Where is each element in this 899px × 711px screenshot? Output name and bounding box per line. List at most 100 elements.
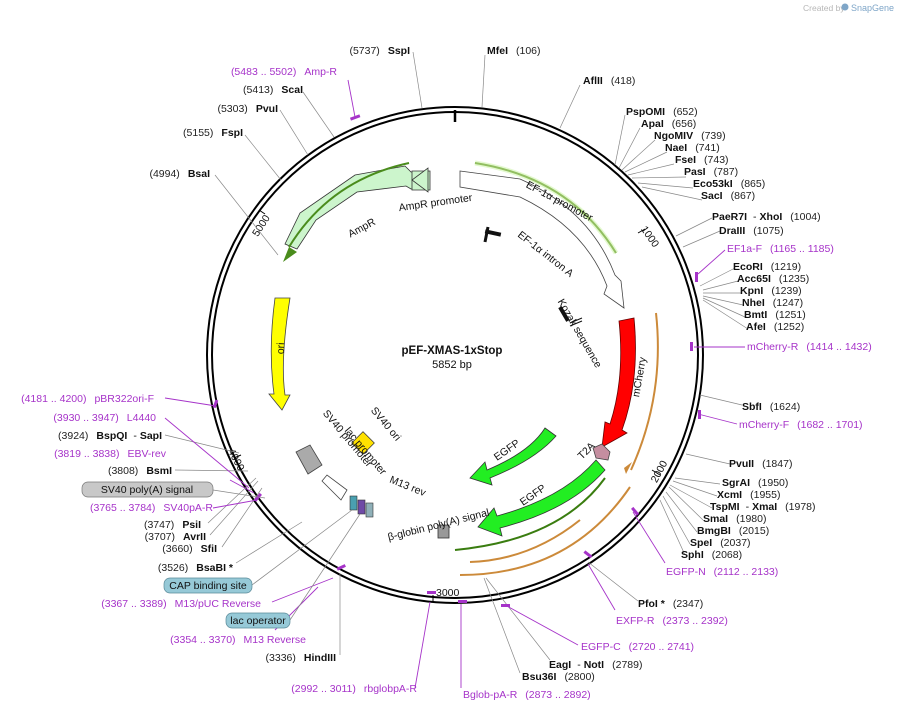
primer-pbr322ori-f: (4181 .. 4200)pBR322ori-F — [21, 393, 154, 405]
enzyme-paer7i-xhoi: PaeR7I-XhoI(1004) — [712, 211, 821, 223]
enzyme-bmgbi: BmgBI(2015) — [697, 525, 769, 537]
m13-rev-box — [365, 502, 374, 518]
tick-label-4000: 4000 — [225, 447, 247, 473]
primer-egfp-c: EGFP-C(2720 .. 2741) — [581, 641, 694, 653]
lac-operator-box — [357, 499, 366, 515]
tick-label-3000: 3000 — [436, 587, 460, 599]
primer-mcherry-r: mCherry-R(1414 .. 1432) — [747, 341, 872, 353]
kozak-mark — [558, 306, 570, 322]
mcherry-orf-head — [624, 462, 632, 474]
enzyme-acc65i: Acc65I(1235) — [737, 273, 809, 285]
enzyme-tspmi-xmai: TspMI-XmaI(1978) — [710, 501, 816, 513]
cap-site-box — [349, 495, 358, 511]
enzyme-pvuii: PvuII(1847) — [729, 458, 792, 470]
ampr-head — [411, 167, 429, 193]
enzyme-bmti: BmtI(1251) — [744, 309, 806, 321]
enzyme-naei: NaeI(741) — [665, 142, 720, 154]
enzyme-nhei: NheI(1247) — [742, 297, 803, 309]
enzyme-pvui: (5303)PvuI — [217, 103, 278, 115]
sv40-promoter-box — [295, 444, 323, 475]
plasmid-name: pEF-XMAS-1xStop — [402, 345, 503, 357]
ef1a-orf-glow — [474, 160, 619, 255]
features — [268, 160, 659, 576]
tick-1000 — [637, 228, 646, 234]
enzyme-ecori: EcoRI(1219) — [733, 261, 801, 273]
enzyme-pspomi: PspOMI(652) — [626, 106, 698, 118]
enzyme-scai: (5413)ScaI — [243, 84, 303, 96]
ampr-promoter-label: AmpR promoter — [398, 192, 474, 214]
primer-l4440: (3930 .. 3947)L4440 — [53, 412, 156, 424]
primer-ef1a-f: EF1a-F(1165 .. 1185) — [727, 243, 834, 255]
enzyme-hindiii: (3336)HindIII — [266, 652, 337, 664]
mcherry-orf-line — [630, 312, 659, 471]
primer-exfp-r: EXFP-R(2373 .. 2392) — [616, 615, 728, 627]
primer-m13-reverse: (3354 .. 3370)M13 Reverse — [170, 634, 306, 646]
enzyme-sgrai: SgrAI(1950) — [722, 477, 788, 489]
primer-amp-r: (5483 .. 5502)Amp-R — [231, 66, 337, 78]
enzyme-aflii: AflII(418) — [583, 75, 635, 87]
kozak-label: Kozak sequence — [555, 297, 604, 370]
enzyme-bsu36i: Bsu36I(2800) — [522, 671, 595, 683]
egfp-orf-line-1 — [454, 477, 606, 551]
m13-rev-label: M13 rev — [388, 474, 428, 500]
enzyme-smai: SmaI(1980) — [703, 513, 766, 525]
enzyme-fspi: (5155)FspI — [183, 127, 243, 139]
bglobin-box — [437, 524, 450, 539]
lac-promoter-arrow — [321, 474, 348, 501]
enzyme-sphi: SphI(2068) — [681, 549, 742, 561]
egfp-orf-line-2 — [469, 519, 581, 563]
lac-promoter-label: lac promoter — [342, 425, 389, 478]
mcherry-arrow — [601, 317, 636, 448]
tick-label-5000: 5000 — [250, 213, 273, 239]
kozak-line-b — [569, 320, 583, 327]
watermark-created-by: Created by — [803, 3, 845, 13]
egfp-arrow-1 — [469, 427, 557, 486]
primer-marks — [212, 114, 701, 607]
primer-leaders — [164, 79, 745, 689]
enzyme-sfii: (3660)SfiI — [162, 543, 217, 555]
primer-rbglobpa-r: (2992 .. 3011)rbglobpA-R — [291, 683, 417, 695]
enzyme-kpni: KpnI(1239) — [740, 285, 802, 297]
sv40-polya-label: SV40 poly(A) signal — [101, 484, 193, 496]
enzyme-spei: SpeI(2037) — [690, 537, 751, 549]
sv40-polya-badge — [81, 481, 214, 498]
enzyme-fsei: FseI(743) — [675, 154, 729, 166]
enzyme-bsai: (4994)BsaI — [149, 168, 210, 180]
t2a-label: T2A — [576, 440, 598, 462]
enzyme-bsabi: (3526)BsaBI * — [158, 562, 234, 574]
watermark-brand: SnapGene — [851, 3, 894, 13]
enzyme-pfoi: PfoI *(2347) — [638, 598, 703, 610]
enzyme-sspi: (5737)SspI — [349, 45, 410, 57]
lac-operator-badge — [225, 612, 291, 629]
cap-binding-label: CAP binding site — [169, 580, 247, 592]
enzyme-xcmi: XcmI(1955) — [717, 489, 780, 501]
enzyme-labels: MfeI(106) AflII(418) PspOMI(652) ApaI(65… — [58, 45, 821, 683]
kozak-line-a — [569, 317, 583, 324]
enzyme-pasi: PasI(787) — [684, 166, 738, 178]
enzyme-avrii: (3707)AvrII — [145, 531, 206, 543]
enzyme-bspqi-sapi: (3924)BspQI-SapI — [58, 430, 162, 442]
t2a-arrow — [592, 443, 611, 461]
tick-4000 — [233, 454, 242, 459]
boxed-labels: SV40 poly(A) signal CAP binding site lac… — [81, 481, 361, 629]
enzyme-leaders — [164, 51, 749, 674]
snapgene-logo-icon — [841, 3, 849, 11]
ori-arrow — [268, 297, 291, 411]
enzyme-mfei: MfeI(106) — [487, 45, 541, 57]
plasmid-size: 5852 bp — [432, 359, 472, 371]
enzyme-afei: AfeI(1252) — [746, 321, 804, 333]
enzyme-psii: (3747)PsiI — [144, 519, 201, 531]
ef1a-promoter-arrow — [459, 170, 625, 309]
enzyme-eco53ki: Eco53kI(865) — [693, 178, 765, 190]
primer-mcherry-f: mCherry-F(1682 .. 1701) — [739, 419, 863, 431]
egfp-arrow-2 — [477, 459, 606, 537]
primer-bglob-pa-r: Bglob-pA-R(2873 .. 2892) — [463, 689, 591, 701]
primer-m13-puc-reverse: (3367 .. 3389)M13/pUC Reverse — [101, 598, 261, 610]
egfp-orf-line-3 — [459, 486, 631, 576]
sv40-ori-box — [351, 431, 375, 455]
ef1a-intron-tick — [483, 226, 490, 243]
primer-ebv-rev: (3819 .. 3838)EBV-rev — [54, 448, 167, 460]
ampr-label: AmpR — [346, 216, 378, 240]
primer-sv40pa-r: (3765 .. 3784)SV40pA-R — [90, 502, 213, 514]
lac-operator-label: lac operator — [230, 615, 286, 627]
